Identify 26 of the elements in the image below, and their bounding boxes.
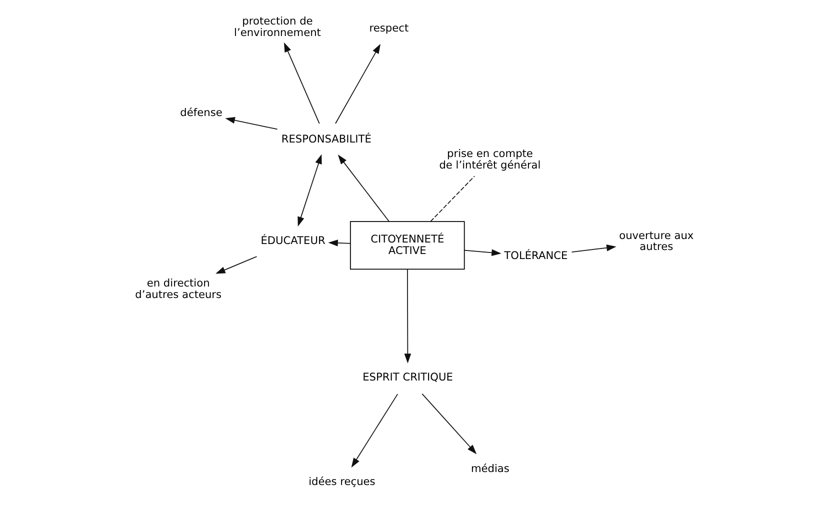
arrow — [284, 42, 320, 124]
node-text: médias — [470, 462, 510, 475]
node-text: ÉDUCATEUR — [260, 235, 326, 248]
arrow — [216, 256, 258, 274]
node-box: CITOYENNETÉ ACTIVE — [350, 221, 465, 270]
connector — [430, 176, 475, 222]
arrow — [328, 240, 351, 246]
arrow — [225, 116, 278, 130]
arrow — [422, 393, 477, 454]
node-text: ouverture aux autres — [619, 230, 694, 254]
arrow — [338, 154, 390, 222]
node-text: protection de l’environnement — [234, 16, 321, 40]
node-text: prise en compte de l’intérêt général — [439, 148, 541, 172]
arrow — [404, 268, 412, 364]
node-text: ESPRIT CRITIQUE — [362, 372, 453, 384]
arrow — [335, 44, 380, 124]
arrow — [571, 244, 616, 253]
node-text: TOLÉRANCE — [504, 250, 568, 262]
node-text: défense — [180, 106, 222, 119]
arrow — [351, 394, 398, 468]
node-text: respect — [369, 22, 409, 35]
arrow — [298, 154, 322, 227]
node-text: idées reçues — [308, 476, 376, 488]
node-text: en direction d’autres acteurs — [135, 277, 222, 301]
arrow — [464, 249, 502, 256]
node-text: RESPONSABILITÉ — [281, 133, 372, 146]
